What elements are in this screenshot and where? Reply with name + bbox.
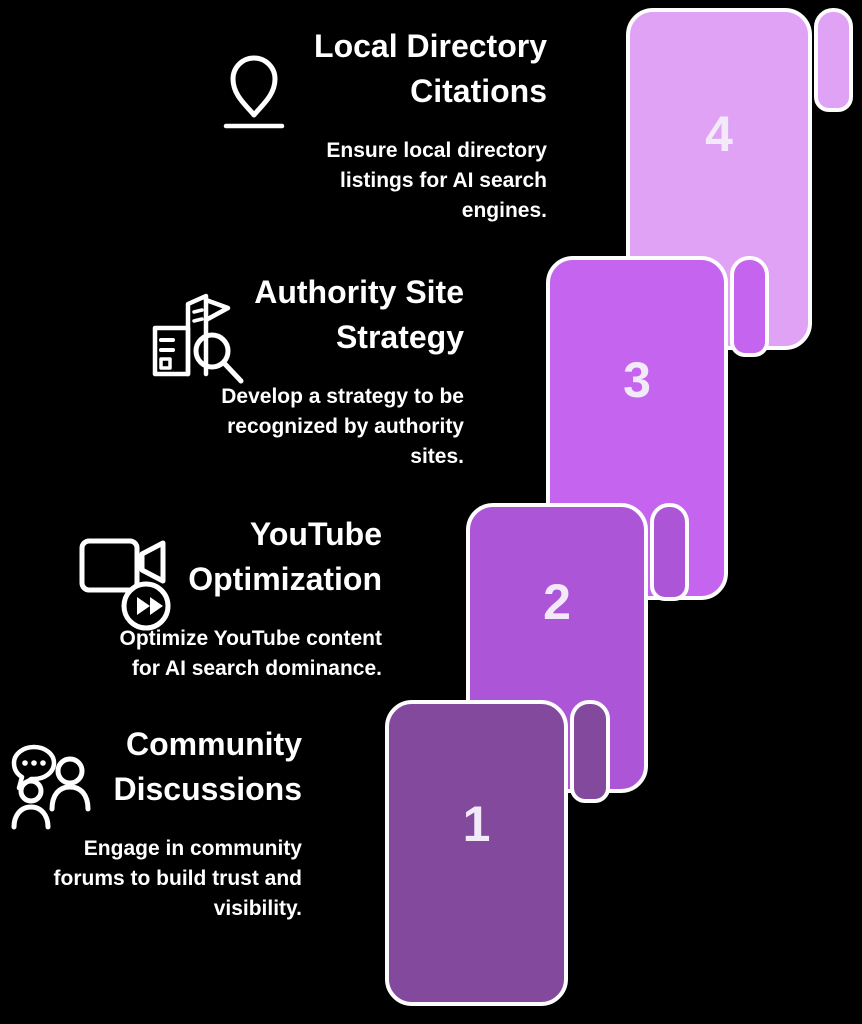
step-description: Ensure local directory listings for AI s… xyxy=(326,139,547,222)
ribbon-fold xyxy=(814,8,853,112)
building-search-icon xyxy=(146,290,250,390)
step-2-text: YouTube Optimization Optimize YouTube co… xyxy=(52,512,383,684)
step-description: Engage in community forums to build trus… xyxy=(53,837,302,920)
step-description: Optimize YouTube content for AI search d… xyxy=(119,627,383,680)
location-pin-icon xyxy=(222,52,286,134)
step-title: YouTube Optimization xyxy=(188,516,382,597)
step-1-text: Community Discussions Engage in communit… xyxy=(2,722,302,924)
step-4-text: Local Directory Citations Ensure local d… xyxy=(227,24,547,226)
ribbon-fold xyxy=(730,256,769,357)
community-people-icon xyxy=(8,738,100,830)
step-number-label: 4 xyxy=(705,106,733,162)
step-description: Develop a strategy to be recognized by a… xyxy=(221,385,464,468)
step-number-label: 2 xyxy=(543,574,571,630)
step-number-label: 3 xyxy=(623,352,651,408)
step-title: Community Discussions xyxy=(113,726,302,807)
ribbon-fold xyxy=(570,700,610,803)
step-number-label: 1 xyxy=(462,796,491,852)
step-3-text: Authority Site Strategy Develop a strate… xyxy=(144,270,464,472)
video-fast-forward-icon xyxy=(76,534,172,632)
ribbon-fold xyxy=(650,503,689,601)
ribbon-body xyxy=(385,700,568,1006)
step-title: Authority Site Strategy xyxy=(254,274,464,355)
step-title: Local Directory Citations xyxy=(314,28,547,109)
